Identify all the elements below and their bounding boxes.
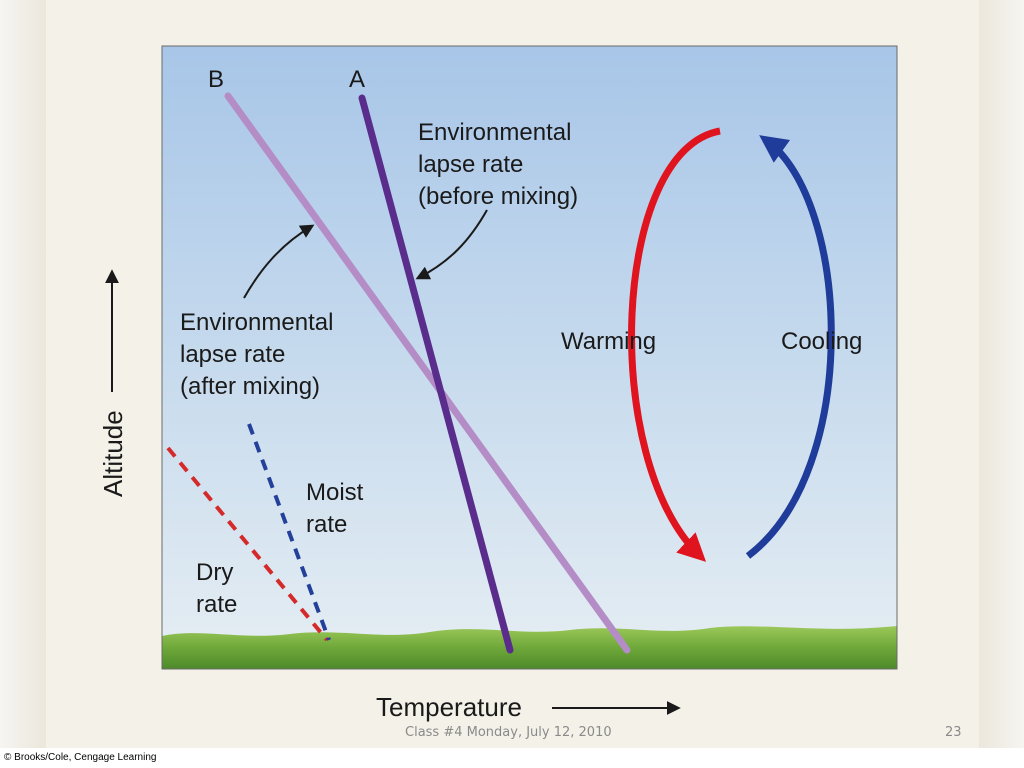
cooling-arrow [745,135,835,559]
line-a-label: A [349,66,365,93]
slide-left-margin [0,0,46,748]
env-before-label: Environmental lapse rate (before mixing) [418,119,578,210]
env-after-label: Environmental lapse rate (after mixing) [180,309,340,400]
pointer-arrow-after-mixing [243,224,315,299]
moist-rate-line [247,423,331,641]
slide-number: 23 [945,725,962,740]
plot-frame [161,45,898,670]
dry-rate-line-1: Dry [196,559,233,586]
env-before-line-3: (before mixing) [418,183,578,210]
copyright-notice: © Brooks/Cole, Cengage Learning [4,752,157,763]
slide-footer-text: Class #4 Monday, July 12, 2010 [405,725,612,740]
temperature-axis-label: Temperature [376,692,522,722]
cooling-label: Cooling [781,328,862,355]
line-b-label: B [208,66,224,93]
altitude-axis-label: Altitude [98,410,128,497]
env-after-line-3: (after mixing) [180,373,320,400]
warming-arrow [628,127,721,562]
pointer-arrow-before-mixing [415,209,488,280]
line-b-after-mixing [224,92,631,654]
warming-label: Warming [561,328,656,355]
env-before-line-2: lapse rate [418,151,523,178]
moist-rate-line-1: Moist [306,479,364,506]
env-after-line-1: Environmental [180,309,333,336]
env-after-line-2: lapse rate [180,341,285,368]
env-before-line-1: Environmental [418,119,571,146]
dry-rate-label: Dry rate [196,559,240,618]
grassy-ground [162,626,897,669]
dry-rate-line [166,446,329,642]
moist-rate-line-2: rate [306,511,347,538]
slide-right-margin [979,0,1024,748]
moist-rate-label: Moist rate [306,479,370,538]
line-a-before-mixing [358,94,514,654]
dry-rate-line-2: rate [196,591,237,618]
